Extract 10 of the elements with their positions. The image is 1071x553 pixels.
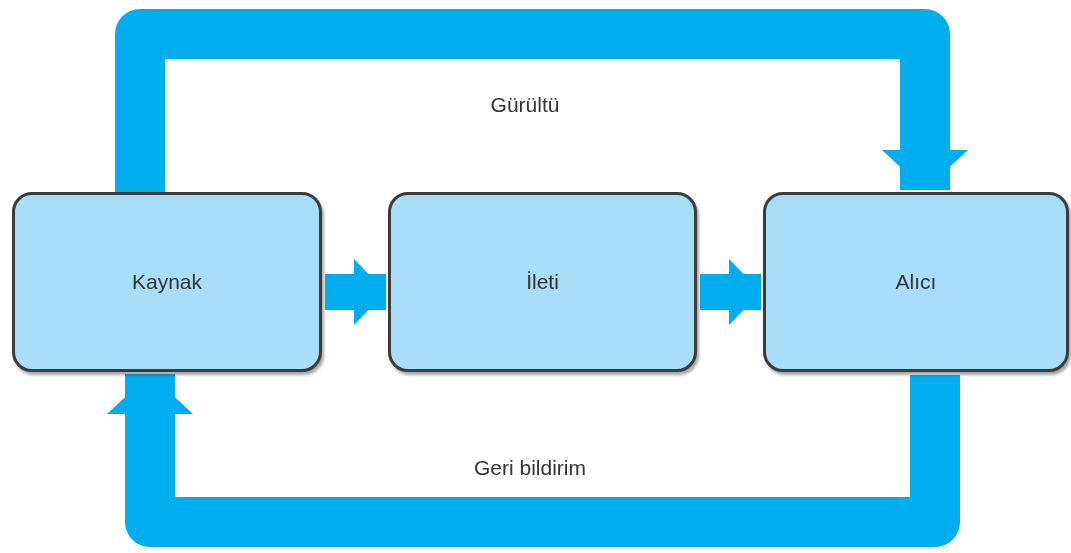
arrow bbox=[700, 259, 761, 325]
node-label: İleti bbox=[526, 270, 559, 294]
process-box bbox=[12, 192, 322, 372]
node-label: Alıcı bbox=[895, 270, 937, 294]
flow-label: Gürültü bbox=[490, 93, 560, 117]
arrow bbox=[325, 259, 386, 325]
node-label: Kaynak bbox=[131, 270, 202, 294]
flow-label: Geri bildirim bbox=[474, 456, 586, 480]
process-box bbox=[388, 192, 697, 372]
process-box bbox=[763, 192, 1069, 372]
